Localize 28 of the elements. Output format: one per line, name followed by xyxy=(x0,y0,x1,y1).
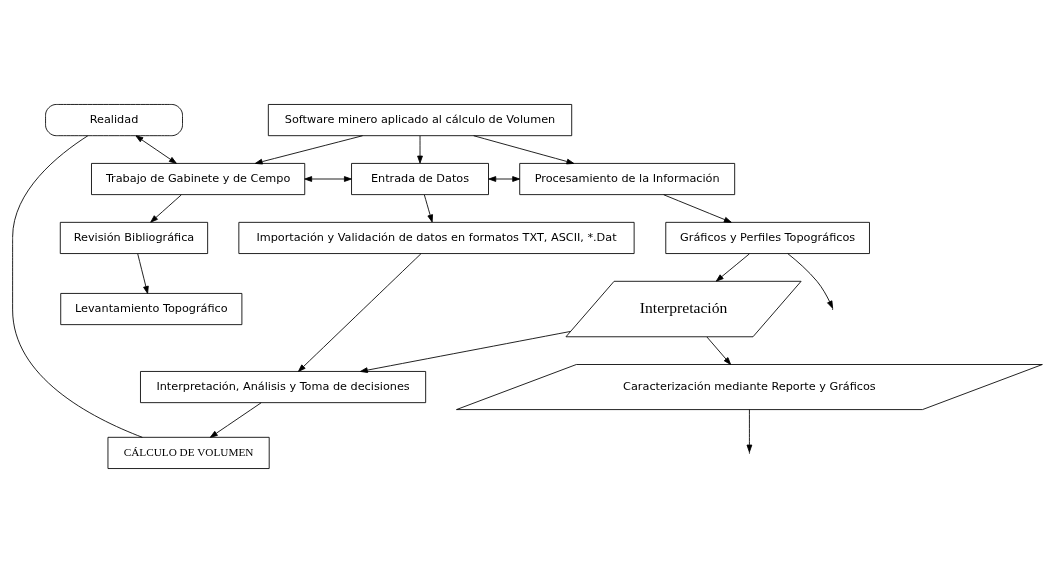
arrow xyxy=(137,253,149,294)
arrow xyxy=(663,194,732,223)
node-box: Procesamiento de la Información xyxy=(519,162,736,196)
arrow xyxy=(150,194,182,223)
arrow xyxy=(423,194,433,223)
arrow xyxy=(715,253,750,282)
node-box: Levantamiento Topográfico xyxy=(60,293,243,326)
arrow xyxy=(488,176,521,182)
arrow xyxy=(304,176,352,182)
node-box: Realidad xyxy=(45,104,183,137)
arrow xyxy=(706,336,732,365)
node-box: Gráficos y Perfiles Topográficos xyxy=(665,221,870,254)
arrow xyxy=(417,135,423,164)
arrow xyxy=(254,135,364,165)
arrow xyxy=(298,253,422,372)
node-box: Interpretación, Análisis y Toma de decisiones xyxy=(140,371,427,404)
arrow xyxy=(209,402,262,438)
connector xyxy=(12,135,143,438)
arrow xyxy=(360,331,571,373)
node-box: Importación y Validación de datos en formatos TXT, ASCII, *.Dat xyxy=(238,221,635,254)
arrow xyxy=(787,253,834,309)
node-box: CÁLCULO DE VOLUMEN xyxy=(107,436,270,469)
node-box: Software minero aplicado al cálculo de Volumen xyxy=(267,104,573,137)
arrow xyxy=(473,135,575,165)
node-box: Entrada de Datos xyxy=(351,162,489,196)
arrow xyxy=(135,135,177,164)
node-box: Trabajo de Gabinete y de Cempo xyxy=(91,162,306,196)
node-box: Revisión Bibliográfica xyxy=(59,221,209,254)
